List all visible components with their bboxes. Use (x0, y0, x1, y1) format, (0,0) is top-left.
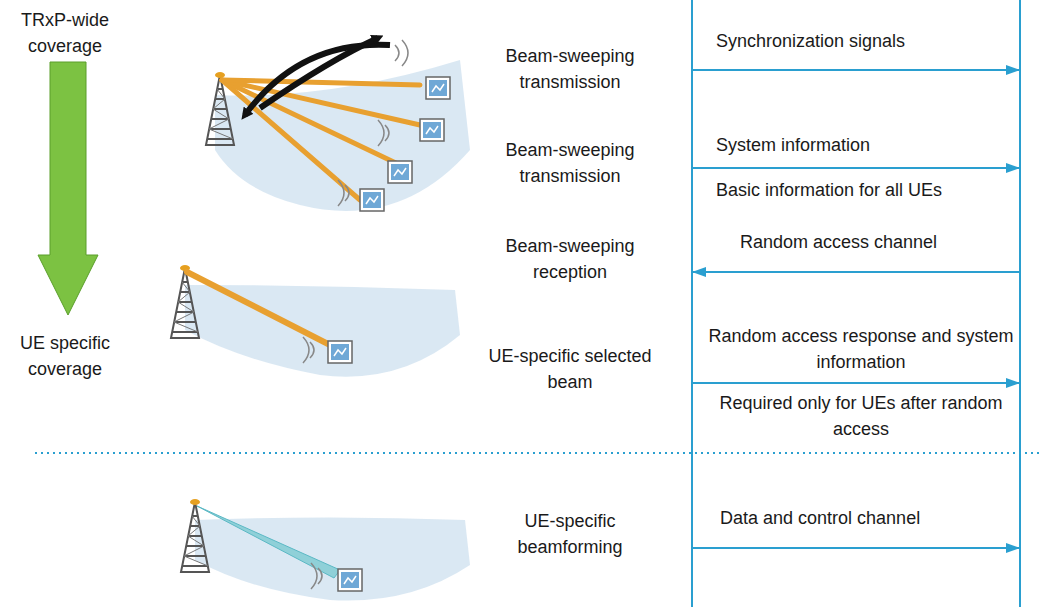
step-label: UE-specific selected beam (480, 343, 660, 395)
message-label: Random access channel (740, 229, 1010, 255)
coverage-label: TRxP-wide coverage (5, 7, 125, 59)
message-label: Data and control channel (720, 505, 1010, 531)
step-label: Beam-sweeping transmission (480, 43, 660, 95)
message-note: Required only for UEs after random acces… (702, 390, 1020, 442)
message-label: System information (716, 132, 1006, 158)
step-label: UE-specific beamforming (470, 508, 670, 560)
message-label: Synchronization signals (716, 28, 1006, 54)
message-note: Basic information for all UEs (716, 177, 1016, 203)
step-label: Beam-sweeping reception (480, 233, 660, 285)
message-label: Random access response and system inform… (702, 323, 1020, 375)
coverage-label: UE specific coverage (5, 330, 125, 382)
step-label: Beam-sweeping transmission (480, 137, 660, 189)
